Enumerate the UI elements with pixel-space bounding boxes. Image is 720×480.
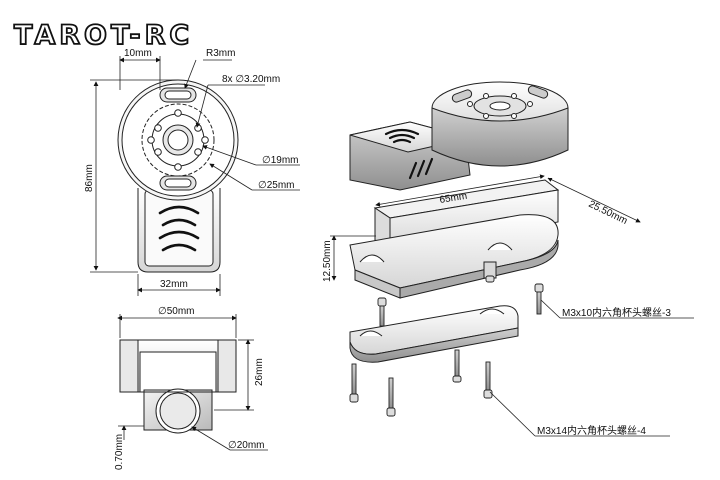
brand-logo: TAROT-RC [14,20,193,51]
dim-1250mm: 12.50mm [322,240,333,282]
dim-r3mm: R3mm [206,48,235,59]
dim-20mm: ∅20mm [228,440,265,451]
dim-070mm: 0.70mm [114,434,125,470]
lower-tray [349,214,559,299]
dim-86mm: 86mm [84,164,95,192]
bottom-clamp [349,305,519,363]
screw-m3x14 [386,377,396,417]
screw-m3x10 [377,297,387,327]
dim-65mm: 65mm [439,191,468,206]
screw-m3x10 [485,275,495,283]
mount-holes [147,109,209,171]
dim-holes: 8x ∅3.20mm [222,74,280,85]
note-screw-m3x14: M3x14内六角杯头螺丝-4 [537,424,646,437]
screw-m3x14 [452,349,462,383]
dim-32mm: 32mm [160,279,188,290]
front-view [119,339,237,434]
top-housing [349,81,569,191]
screw-m3x10 [534,283,544,315]
arm-inner [144,189,214,267]
dim-10mm: 10mm [124,48,152,59]
dim-50mm: ∅50mm [158,306,195,317]
dim-26mm: 26mm [254,358,265,386]
screw-m3x14 [349,363,359,403]
center-bore-inner [167,129,189,151]
screws [349,275,544,417]
top-view [117,79,239,273]
vent-slots [158,205,200,252]
dim-25mm: ∅25mm [258,180,295,191]
dim-2550mm: 25.50mm [587,199,629,227]
front-view-dimensions [117,314,268,451]
dim-19mm: ∅19mm [262,155,299,166]
top-view-dimensions [90,56,300,296]
note-screw-m3x10: M3x10内六角杯头螺丝-3 [562,306,671,319]
exploded-dimensions [330,174,694,437]
